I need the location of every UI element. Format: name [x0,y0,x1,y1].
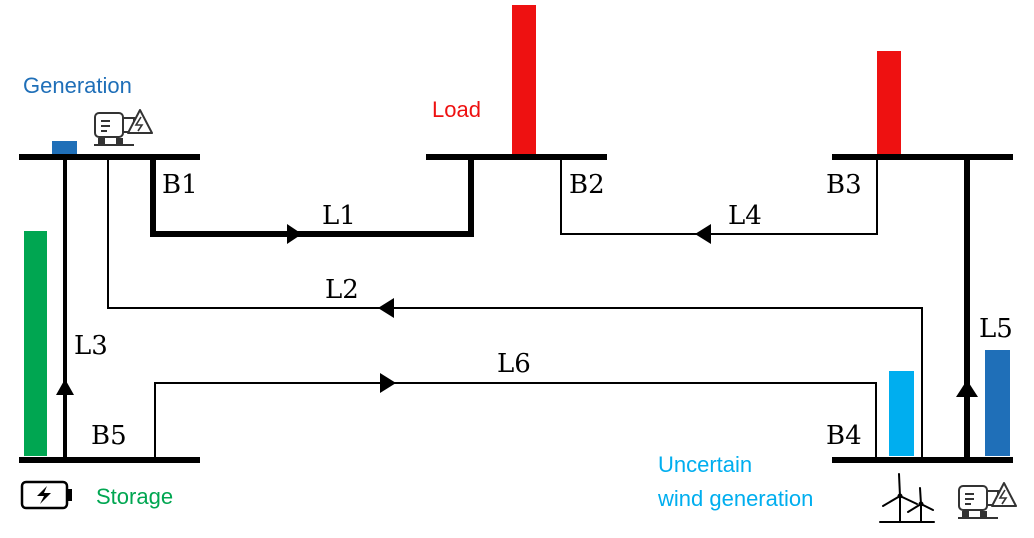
arrow-l5 [956,380,978,397]
arrow-l2 [378,298,394,318]
label-load: Load [432,97,481,122]
arrow-l6 [380,373,396,393]
bar-generation-b4 [985,350,1010,456]
bar-wind-b4 [889,371,914,456]
bus-label-b1: B1 [162,170,198,200]
line-l6 [154,382,877,460]
bar-load-b3 [877,51,901,156]
bar-storage-b5 [24,231,47,456]
battery-icon [20,480,72,510]
line-label-l3: L3 [74,331,108,361]
line-label-l4: L4 [728,201,762,231]
line-l2 [107,157,923,460]
wind-turbines-icon [879,473,935,523]
line-l4 [560,157,878,235]
arrow-l1 [287,224,302,244]
label-uncertain-line1: Uncertain [658,452,752,477]
arrow-l4 [695,224,711,244]
line-l1 [150,157,474,237]
label-storage: Storage [96,484,173,509]
arrow-l3 [56,379,74,395]
line-label-l5: L5 [979,314,1013,344]
bar-generation-b1 [52,141,77,156]
generator-icon [94,109,153,146]
label-uncertain-line2: wind generation [657,486,813,511]
bar-load-b2 [512,5,536,156]
line-label-l2: L2 [325,275,359,305]
line-label-l1: L1 [322,201,356,231]
generator-icon [958,482,1017,519]
line-label-l6: L6 [497,349,531,379]
label-generation: Generation [23,73,132,98]
bus-label-b4: B4 [826,421,862,451]
bus-label-b5: B5 [91,421,127,451]
bus-label-b3: B3 [826,170,862,200]
bus-label-b2: B2 [569,170,605,200]
